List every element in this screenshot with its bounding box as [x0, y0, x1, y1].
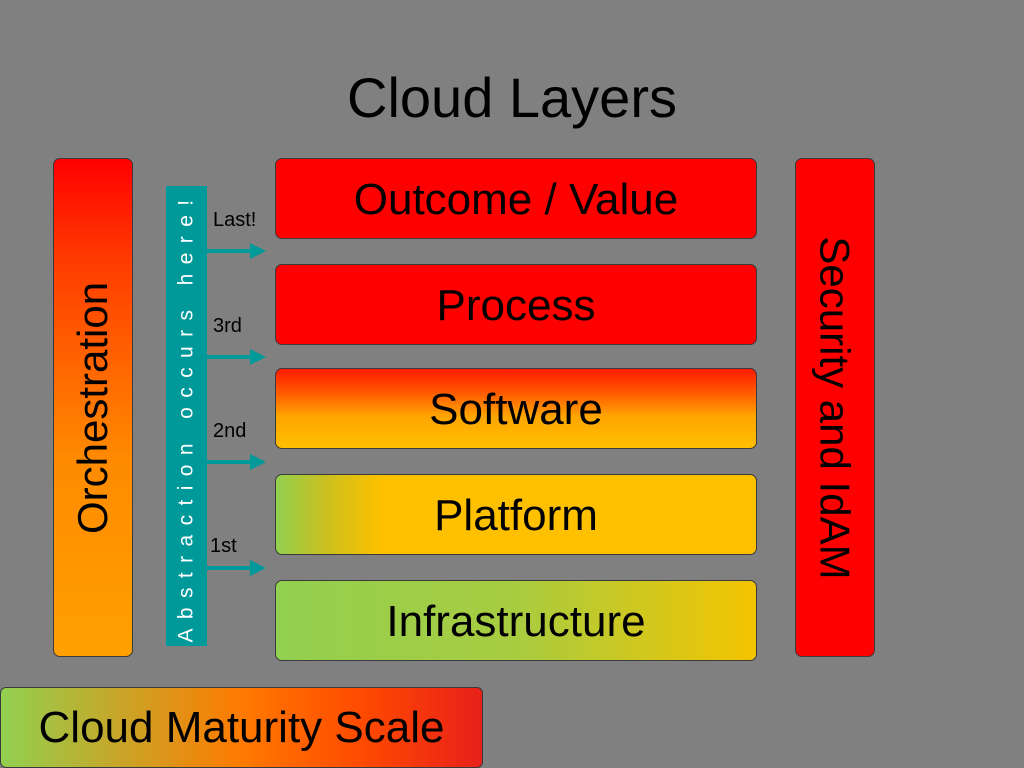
maturity-label: Cloud Maturity Scale	[38, 702, 445, 752]
abstraction-bar: Abstraction occurs here!	[166, 186, 207, 646]
layer-platform: Platform	[275, 474, 757, 555]
cloud-maturity-scale: Cloud Maturity Scale	[0, 687, 483, 768]
arrow-2nd	[207, 454, 266, 470]
page-title: Cloud Layers	[347, 66, 677, 129]
arrow-last	[207, 243, 266, 259]
layer-label: Infrastructure	[386, 597, 646, 646]
layer-label: Outcome / Value	[353, 175, 679, 224]
layer-software: Software	[275, 368, 757, 449]
security-idam-bar: Security and IdAM	[795, 158, 875, 657]
layer-label: Software	[429, 385, 603, 434]
layer-label: Platform	[434, 491, 598, 540]
arrow-3rd	[207, 349, 266, 365]
layer-process: Process	[275, 264, 757, 345]
layer-infrastructure: Infrastructure	[275, 580, 757, 661]
layer-outcome-value: Outcome / Value	[275, 158, 757, 239]
layer-label: Process	[436, 281, 596, 330]
security-idam-label: Security and IdAM	[812, 235, 860, 580]
step-label-1st: 1st	[210, 535, 237, 557]
orchestration-bar: Orchestration	[53, 158, 133, 657]
step-label-last: Last!	[213, 209, 257, 231]
step-label-2nd: 2nd	[213, 420, 247, 442]
arrow-1st	[207, 560, 266, 576]
step-label-3rd: 3rd	[213, 315, 242, 337]
